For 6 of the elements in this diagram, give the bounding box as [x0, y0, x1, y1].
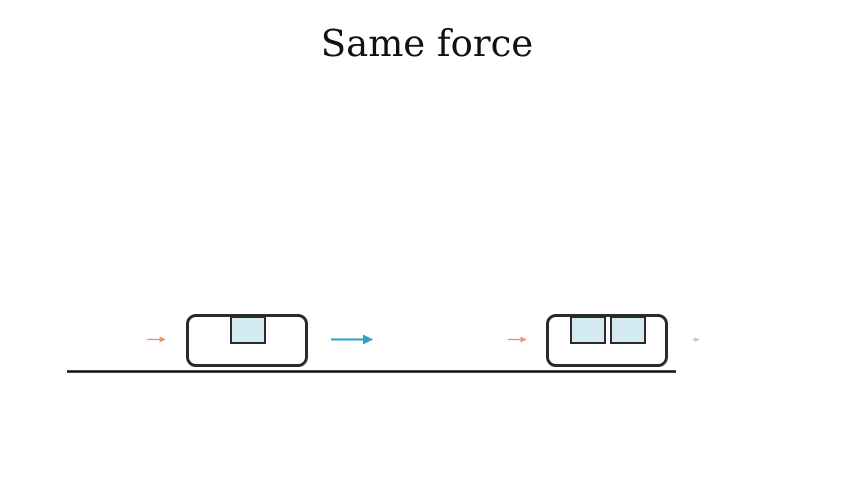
title: Same force [320, 22, 534, 65]
block [570, 316, 606, 344]
block [610, 316, 646, 344]
block [230, 316, 266, 344]
cart [546, 314, 668, 367]
cart [186, 314, 308, 367]
